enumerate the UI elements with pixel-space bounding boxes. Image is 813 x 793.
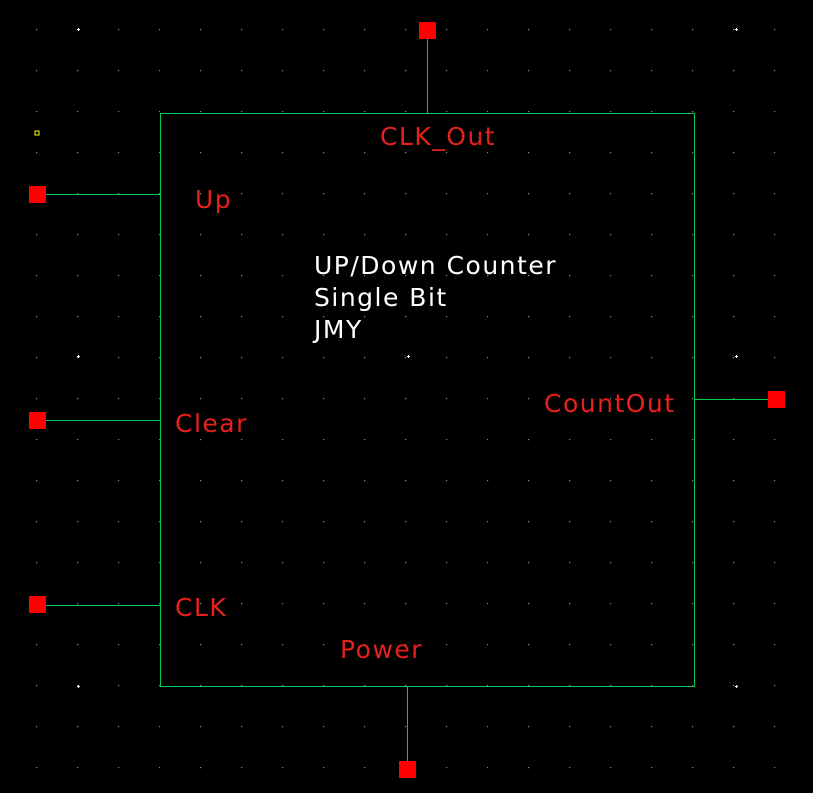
pin-terminal-clk-out[interactable] [419,22,436,39]
pin-label-countout: CountOut [544,389,676,418]
pin-label-power: Power [340,635,423,664]
symbol-body[interactable] [160,113,695,687]
pin-label-clk-out: CLK_Out [380,122,496,151]
description-line-3: JMY [312,315,363,344]
pin-terminal-up[interactable] [29,186,46,203]
pin-wires [37,30,776,769]
major-grid-marks [77,28,738,688]
pin-terminal-power[interactable] [399,761,416,778]
description-line-2: Single Bit [314,283,448,312]
pin-label-clk: CLK [175,593,227,622]
pin-label-clear: Clear [175,409,248,438]
pin-terminal-clk[interactable] [29,596,46,613]
pin-terminal-countout[interactable] [768,391,785,408]
origin-marker [34,130,40,136]
pin-terminal-clear[interactable] [29,412,46,429]
description-line-1: UP/Down Counter [314,251,557,280]
pin-label-up: Up [195,185,232,214]
